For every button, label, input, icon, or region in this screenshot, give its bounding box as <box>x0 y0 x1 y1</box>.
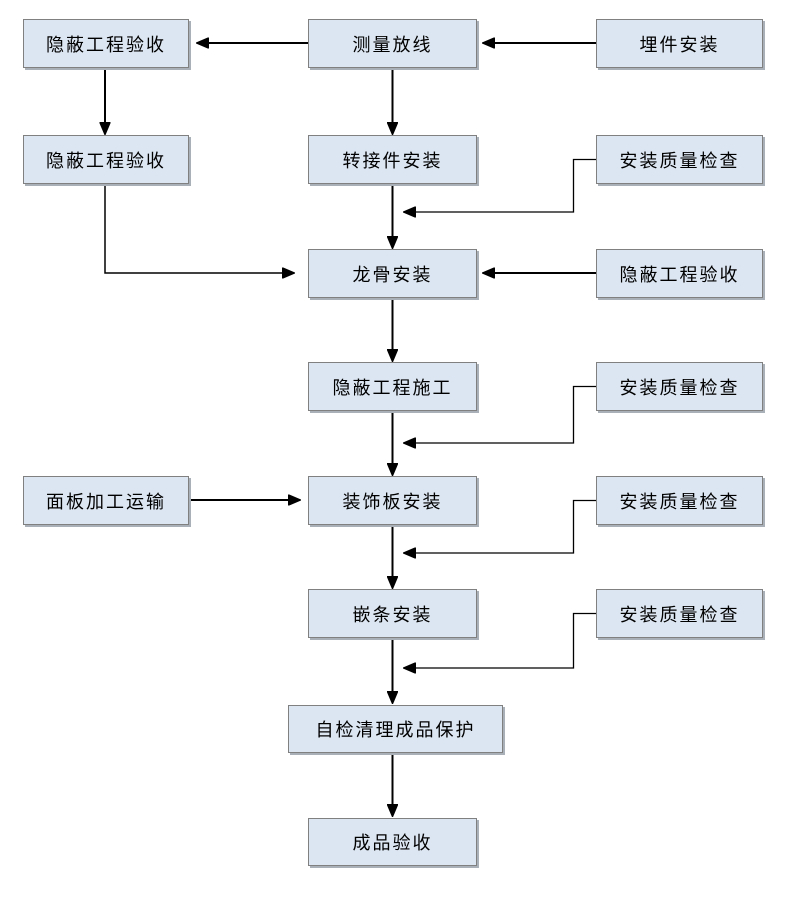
edge-qc4-join <box>404 612 596 669</box>
node-hidden-works: 隐蔽工程施工 <box>308 362 477 411</box>
edge-qc2-join <box>404 385 596 444</box>
node-trim-install: 嵌条安装 <box>308 589 477 638</box>
node-adapter-install: 转接件安装 <box>308 135 477 184</box>
node-survey-layout: 测量放线 <box>308 19 477 68</box>
node-quality-check-4: 安装质量检查 <box>596 589 763 638</box>
node-hidden-acceptance-3: 隐蔽工程验收 <box>596 249 763 298</box>
node-panel-install: 装饰板安装 <box>308 476 477 525</box>
node-quality-check-3: 安装质量检查 <box>596 476 763 525</box>
edge-hidden2-to-keel <box>104 184 294 273</box>
node-final-acceptance: 成品验收 <box>308 818 477 866</box>
node-quality-check-2: 安装质量检查 <box>596 362 763 411</box>
edge-qc1-join <box>404 158 596 213</box>
node-quality-check-1: 安装质量检查 <box>596 135 763 184</box>
node-embed-install: 埋件安装 <box>596 19 763 68</box>
node-keel-install: 龙骨安装 <box>308 249 477 298</box>
node-hidden-acceptance-1: 隐蔽工程验收 <box>23 19 189 68</box>
edge-qc3-join <box>404 499 596 554</box>
node-self-check: 自检清理成品保护 <box>288 705 503 753</box>
node-hidden-acceptance-2: 隐蔽工程验收 <box>23 135 189 184</box>
node-panel-transport: 面板加工运输 <box>23 476 189 525</box>
